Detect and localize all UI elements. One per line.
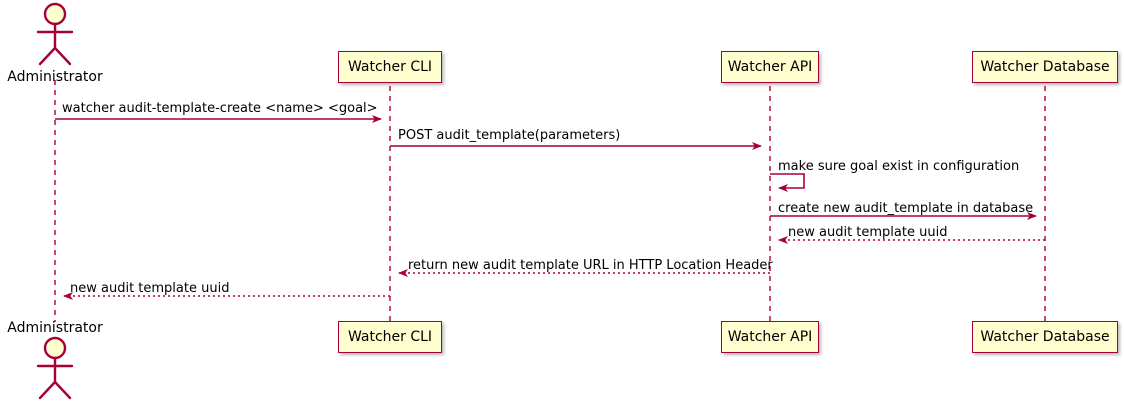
participant-box-watcher-database-top[interactable]: Watcher Database	[972, 51, 1118, 83]
participant-label-watcher-database: Watcher Database	[980, 59, 1110, 75]
actor-label-administrator-bottom: Administrator	[7, 320, 103, 336]
participant-label-watcher-cli: Watcher CLI	[347, 59, 433, 75]
message-arrow-3-self	[770, 173, 805, 192]
participant-label-watcher-api: Watcher API	[727, 59, 813, 75]
actor-administrator-bottom	[36, 336, 74, 400]
message-label-1: watcher audit-template-create <name> <go…	[62, 101, 378, 116]
participant-box-watcher-api-top[interactable]: Watcher API	[721, 51, 819, 83]
participant-box-watcher-database-bottom[interactable]: Watcher Database	[972, 321, 1118, 353]
participant-box-watcher-cli-top[interactable]: Watcher CLI	[338, 51, 442, 83]
message-label-2: POST audit_template(parameters)	[398, 128, 621, 143]
actor-administrator-top	[36, 2, 74, 66]
message-label-6: return new audit template URL in HTTP Lo…	[408, 258, 773, 273]
participant-label-watcher-database-bottom: Watcher Database	[980, 329, 1110, 345]
message-label-7: new audit template uuid	[70, 281, 230, 296]
message-label-5: new audit template uuid	[788, 225, 948, 240]
participant-box-watcher-cli-bottom[interactable]: Watcher CLI	[338, 321, 442, 353]
participant-label-watcher-api-bottom: Watcher API	[727, 329, 813, 345]
participant-box-watcher-api-bottom[interactable]: Watcher API	[721, 321, 819, 353]
actor-label-administrator-top: Administrator	[7, 69, 103, 85]
message-label-4: create new audit_template in database	[778, 201, 1034, 216]
participant-label-watcher-cli-bottom: Watcher CLI	[347, 329, 433, 345]
message-label-3: make sure goal exist in configuration	[778, 159, 1020, 174]
